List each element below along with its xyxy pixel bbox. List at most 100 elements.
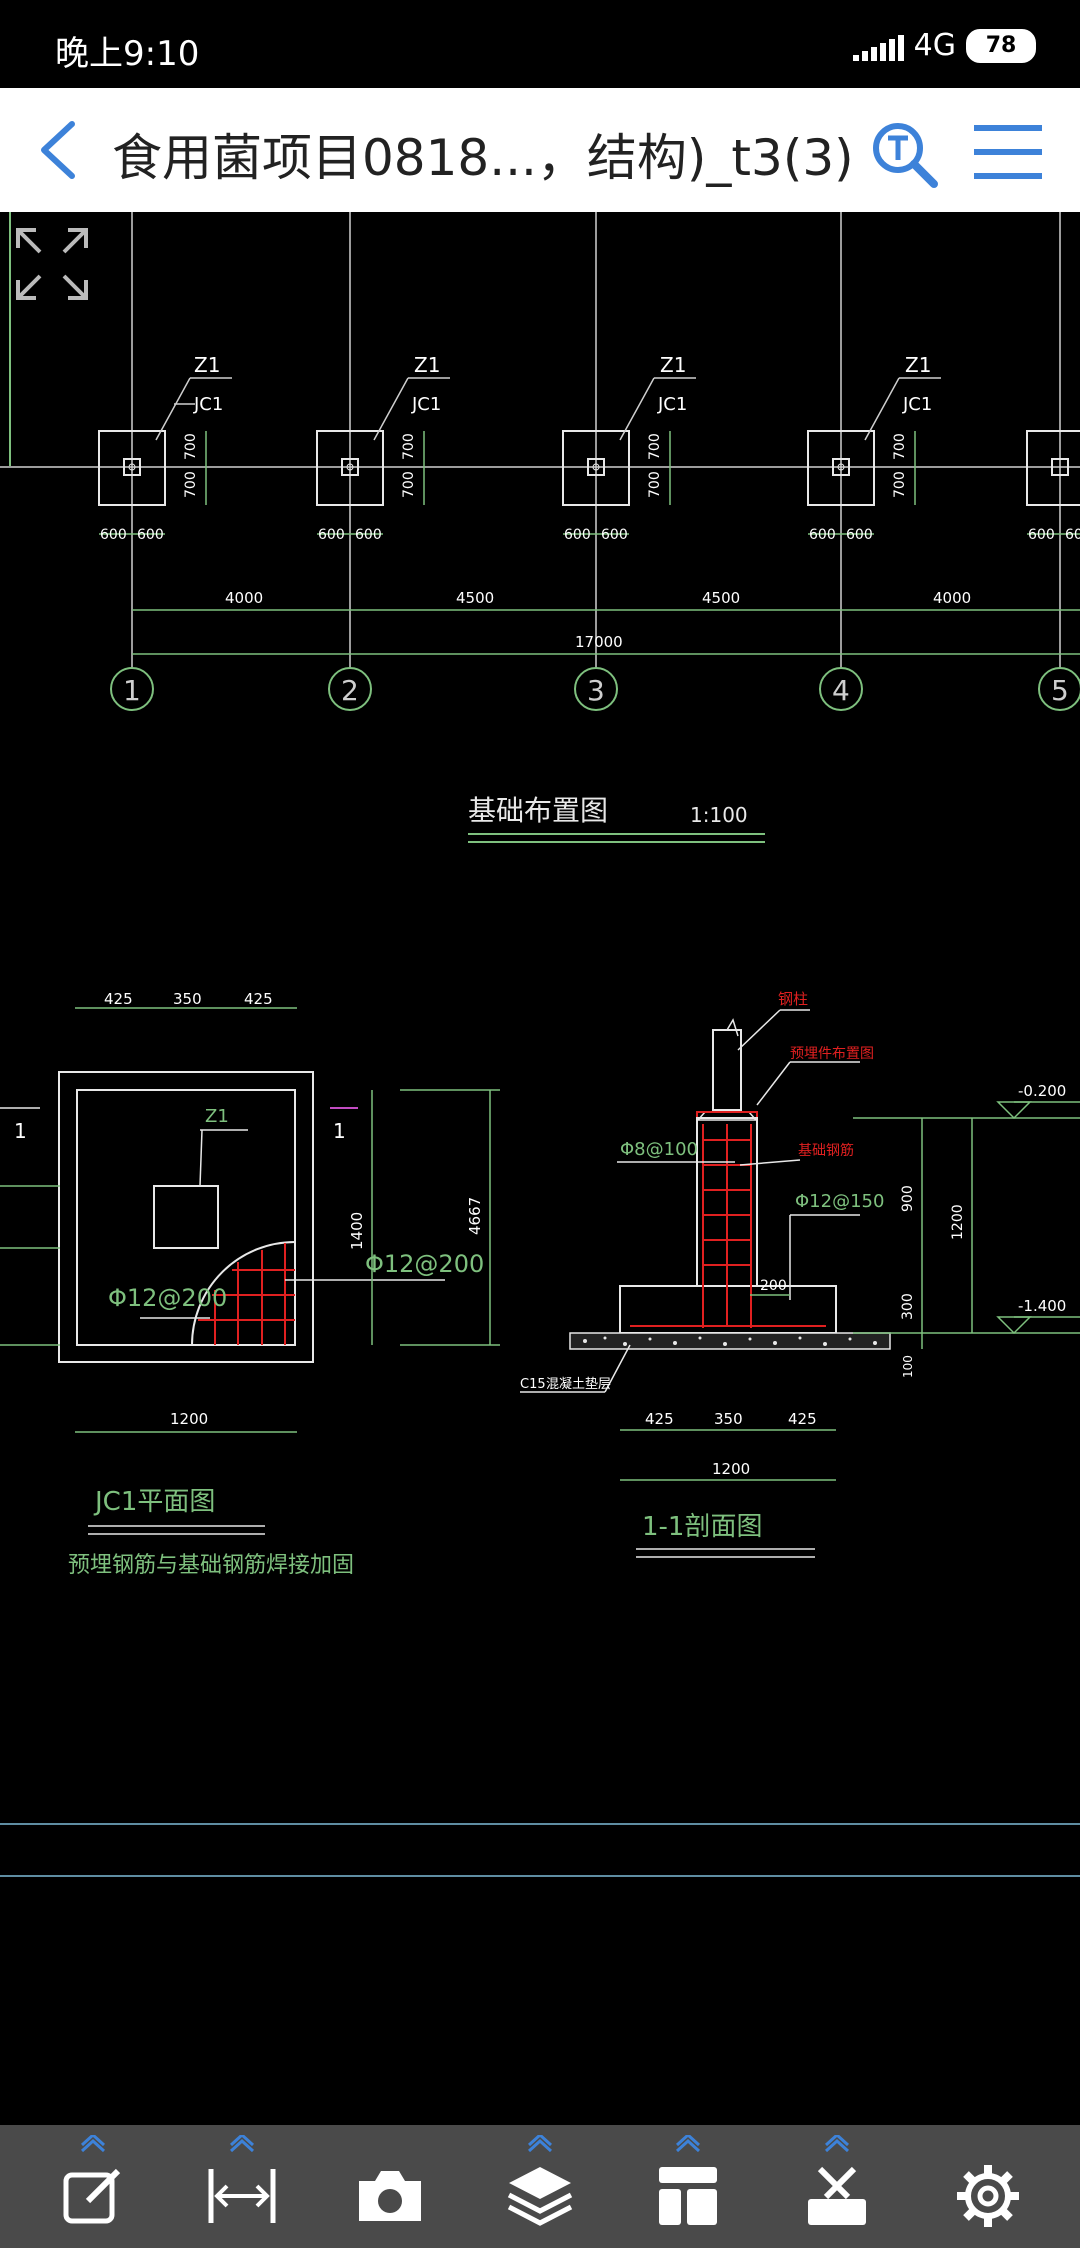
rebar150-label: Φ12@150 — [795, 1191, 884, 1212]
measure-icon — [208, 2169, 276, 2223]
dim-600a: 600 — [100, 527, 127, 543]
footing-4: Z1 JC1 700 700 600 600 — [807, 353, 941, 543]
document-title: 食用菌项目0818...，结构)_t3(3) — [112, 129, 854, 187]
col-label-3: Z1 — [660, 353, 686, 377]
dim-600i: 600 — [1028, 527, 1055, 543]
menu-icon[interactable] — [970, 122, 1046, 182]
footing-label-3: JC1 — [657, 394, 687, 415]
section-mark-left: 1 — [14, 1119, 27, 1143]
col-label-4: Z1 — [905, 353, 931, 377]
dim-700g: 700 — [892, 433, 908, 460]
plan-scale: 1:100 — [690, 803, 748, 827]
dim-600g: 600 — [809, 527, 836, 543]
col-label-2: Z1 — [414, 353, 440, 377]
dim-600c: 600 — [318, 527, 345, 543]
jc1-rebar-left: Φ12@200 — [108, 1284, 227, 1312]
jc1-dim-425a: 425 — [104, 990, 133, 1008]
layout-tool[interactable] — [633, 2125, 743, 2248]
footing-3: Z1 JC1 700 700 600 600 — [562, 353, 696, 543]
plan-title: 基础布置图 — [468, 794, 608, 827]
footing-label-1: JC1 — [193, 394, 223, 415]
sec-dim-425a: 425 — [645, 1410, 674, 1428]
toolbox-icon — [808, 2166, 866, 2225]
dim-700c: 700 — [401, 433, 417, 460]
layers-tool[interactable] — [485, 2125, 595, 2248]
footing-label-4: JC1 — [902, 394, 932, 415]
dim-600j: 600 — [1065, 527, 1080, 543]
jc1-dim-1400: 1400 — [348, 1212, 366, 1250]
axis-4: 4 — [832, 674, 850, 707]
jc1-col-label: Z1 — [205, 1106, 229, 1127]
dim-1200v: 1200 — [950, 1204, 966, 1240]
status-bar: 晚上9:10 4G 78 — [0, 0, 1080, 88]
stirrup-label: Φ8@100 — [620, 1139, 698, 1160]
sec-dim-1200: 1200 — [712, 1460, 750, 1478]
chevron-up-icon — [229, 2135, 255, 2153]
jc1-dim-1200: 1200 — [170, 1410, 208, 1428]
footing-5: 600 600 — [1026, 430, 1080, 543]
embedded-label: 预埋件布置图 — [790, 1046, 874, 1062]
section-mark-right: 1 — [333, 1119, 346, 1143]
measure-tool[interactable] — [187, 2125, 297, 2248]
dim-600b: 600 — [137, 527, 164, 543]
dim-900: 900 — [900, 1185, 916, 1212]
span-2: 4500 — [456, 589, 494, 607]
dim-700d: 700 — [401, 471, 417, 498]
axis-5: 5 — [1051, 674, 1069, 707]
footing-2: Z1 JC1 700 700 600 600 — [316, 353, 450, 543]
jc1-dim-4667: 4667 — [466, 1197, 484, 1235]
dim-600e: 600 — [564, 527, 591, 543]
cad-drawing: Z1 JC1 700 700 600 600 Z1 JC1 700 700 60… — [0, 212, 1080, 1877]
elev-top: -0.200 — [1018, 1082, 1066, 1100]
section-title: 1-1剖面图 — [642, 1512, 762, 1542]
dim-700h: 700 — [892, 471, 908, 498]
dim-700b: 700 — [183, 471, 199, 498]
dim-700f: 700 — [647, 471, 663, 498]
axis-3: 3 — [587, 674, 605, 707]
steel-col-label: 钢柱 — [778, 990, 808, 1008]
col-label-1: Z1 — [194, 353, 220, 377]
jc1-dim-425b: 425 — [244, 990, 273, 1008]
fullscreen-icon[interactable] — [14, 226, 90, 302]
gear-icon — [957, 2165, 1019, 2227]
found-rebar-label: 基础钢筋 — [798, 1142, 854, 1159]
toolbox-tool[interactable] — [782, 2125, 892, 2248]
elev-bottom: -1.400 — [1018, 1297, 1066, 1315]
dim-300: 300 — [900, 1293, 916, 1320]
battery-icon: 78 — [966, 28, 1036, 63]
dim-700a: 700 — [183, 433, 199, 460]
jc1-dim-350: 350 — [173, 990, 202, 1008]
text-search-icon[interactable] — [870, 120, 940, 190]
footing-label-2: JC1 — [411, 394, 441, 415]
edit-icon — [63, 2168, 121, 2224]
jc1-rebar-right: Φ12@200 — [365, 1250, 484, 1278]
signal-icon — [852, 31, 904, 61]
span-4: 4000 — [933, 589, 971, 607]
axis-2: 2 — [341, 674, 359, 707]
jc1-plan: 425 350 425 Z1 1 1 Φ12@200 Φ12@200 — [0, 990, 500, 1578]
cushion-label: 混凝土垫层 — [546, 1376, 611, 1392]
span-3: 4500 — [702, 589, 740, 607]
chevron-up-icon — [824, 2135, 850, 2153]
jc1-title: JC1平面图 — [93, 1487, 215, 1517]
dim-600f: 600 — [601, 527, 628, 543]
chevron-up-icon — [675, 2135, 701, 2153]
network-type: 4G — [913, 28, 956, 63]
bottom-toolbar — [0, 2125, 1080, 2248]
axis-1: 1 — [123, 674, 141, 707]
drawing-canvas[interactable]: Z1 JC1 700 700 600 600 Z1 JC1 700 700 60… — [0, 212, 1080, 2125]
status-time: 晚上9:10 — [55, 34, 200, 74]
title-bar: 食用菌项目0818...，结构)_t3(3) — [0, 88, 1080, 212]
layers-icon — [507, 2167, 573, 2226]
sec-dim-425b: 425 — [788, 1410, 817, 1428]
dim-600h: 600 — [846, 527, 873, 543]
dim-200: 200 — [760, 1278, 787, 1294]
sec-dim-350: 350 — [714, 1410, 743, 1428]
camera-icon — [359, 2171, 421, 2221]
layout-icon — [659, 2167, 717, 2225]
settings-tool[interactable] — [933, 2125, 1043, 2248]
edit-tool[interactable] — [38, 2125, 148, 2248]
back-icon[interactable] — [30, 118, 90, 182]
dim-600d: 600 — [355, 527, 382, 543]
camera-tool[interactable] — [335, 2125, 445, 2248]
